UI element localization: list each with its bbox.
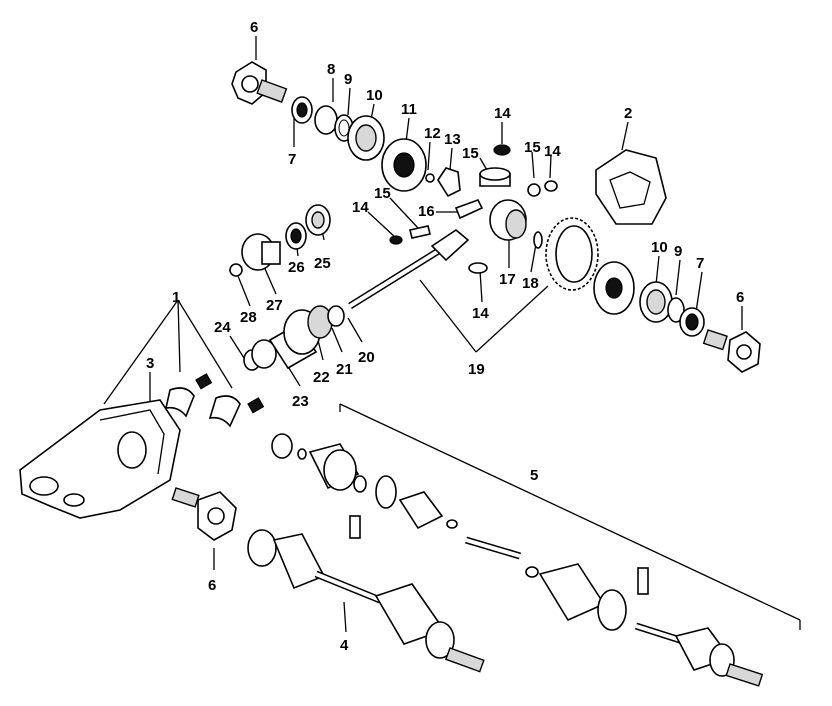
callout-16: 16 xyxy=(418,203,435,220)
callout-10-lower: 10 xyxy=(651,239,668,256)
pinion-bearing xyxy=(243,305,345,371)
callout-14-a: 14 xyxy=(494,105,511,122)
bearing-set-upper xyxy=(291,96,385,161)
diff-cover xyxy=(595,149,667,225)
callout-14-b: 14 xyxy=(544,143,561,160)
callout-19: 19 xyxy=(468,361,485,378)
ring-gear xyxy=(545,217,599,291)
callout-14-c: 14 xyxy=(352,199,369,216)
callout-4: 4 xyxy=(340,637,349,654)
outboard-joint-right xyxy=(634,622,764,687)
callout-1: 1 xyxy=(172,289,180,306)
callout-6-right: 6 xyxy=(736,289,744,306)
callout-13: 13 xyxy=(444,131,461,148)
cv-kit-5 xyxy=(271,433,649,631)
drive-flange-top xyxy=(231,61,288,105)
drive-flange-lower xyxy=(171,487,237,541)
callout-8: 8 xyxy=(327,61,335,78)
callout-28: 28 xyxy=(240,309,257,326)
callout-2: 2 xyxy=(624,105,632,122)
callout-12: 12 xyxy=(424,125,441,142)
callout-3: 3 xyxy=(146,355,154,372)
callout-7-lower: 7 xyxy=(696,255,704,272)
axle-shaft-4 xyxy=(247,529,485,673)
callout-14-d: 14 xyxy=(472,305,489,322)
callout-7-upper: 7 xyxy=(288,151,296,168)
callout-21: 21 xyxy=(336,361,353,378)
carrier-right xyxy=(593,261,761,373)
callout-5: 5 xyxy=(530,467,538,484)
differential-case xyxy=(381,138,558,245)
callout-27: 27 xyxy=(266,297,283,314)
callout-24: 24 xyxy=(214,319,231,336)
callout-20: 20 xyxy=(358,349,375,366)
callout-6-lower: 6 xyxy=(208,577,216,594)
callout-6-top: 6 xyxy=(250,19,258,36)
callout-labels: 6 8 9 10 7 11 12 13 14 15 15 14 2 16 15 … xyxy=(146,19,744,654)
callout-15-c: 15 xyxy=(374,185,391,202)
callout-9-upper: 9 xyxy=(344,71,352,88)
callout-15-a: 15 xyxy=(462,145,479,162)
callout-17: 17 xyxy=(499,271,516,288)
axle-housing xyxy=(19,373,265,519)
callout-11: 11 xyxy=(401,101,417,118)
callout-18: 18 xyxy=(522,275,539,292)
callout-10-upper: 10 xyxy=(366,87,383,104)
pinion-flange xyxy=(229,204,331,277)
callout-22: 22 xyxy=(313,369,330,386)
callout-15-b: 15 xyxy=(524,139,541,156)
callout-25: 25 xyxy=(314,255,331,272)
side-gear xyxy=(468,199,543,274)
callout-26: 26 xyxy=(288,259,305,276)
pinion-shaft xyxy=(348,229,470,309)
callout-9-lower: 9 xyxy=(674,243,682,260)
callout-23: 23 xyxy=(292,393,309,410)
